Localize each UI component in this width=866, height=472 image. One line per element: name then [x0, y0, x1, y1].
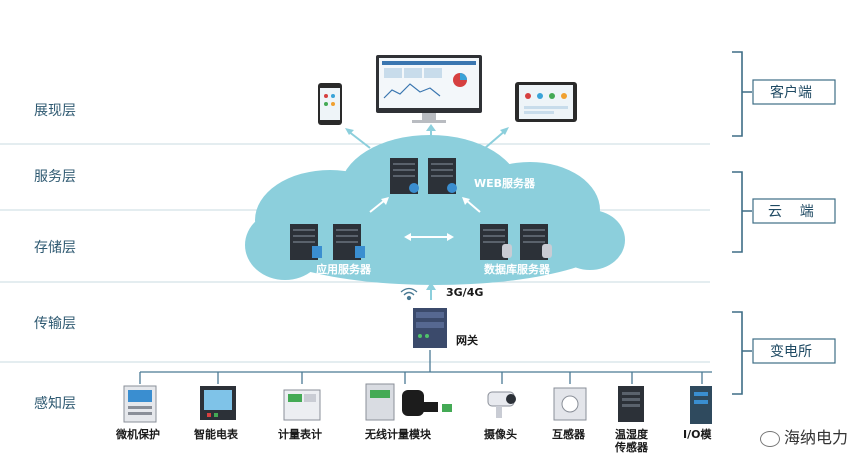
box-substation: [752, 338, 836, 364]
side-brackets: [732, 51, 752, 395]
layer-label-service: 服务层: [34, 169, 76, 185]
network-label: 3G/4G: [446, 286, 483, 299]
watermark: 海纳电力: [760, 424, 848, 448]
device-label-wireless-module: 无线计量模块: [364, 427, 432, 441]
gateway-icon: [413, 308, 447, 348]
watermark-text: 海纳电力: [784, 428, 849, 447]
cloud-arrows: [369, 199, 481, 238]
cloud-shape: [245, 135, 625, 285]
app-server-icon: [290, 224, 365, 260]
wechat-icon: [760, 430, 780, 447]
side-label-cloud: 云 端: [768, 204, 814, 220]
layer-label-transport: 传输层: [34, 316, 76, 332]
side-label-client: 客户端: [770, 85, 812, 101]
gateway-label: 网关: [456, 333, 478, 347]
camera-icon: [487, 391, 516, 418]
temp-humidity-sensor-icon: [618, 386, 644, 422]
bracket-client: [732, 51, 752, 137]
phone-icon: [318, 83, 342, 125]
side-boxes: [752, 79, 836, 364]
app-server-label: 应用服务器: [316, 262, 372, 276]
side-label-substation: 变电所: [770, 344, 812, 360]
transformer-icon: [553, 387, 587, 421]
device-label-smart-meter: 智能电表: [194, 427, 239, 441]
bracket-cloud: [732, 171, 752, 253]
device-label-temp-humidity-line2: 传感器: [614, 440, 649, 454]
io-module-icon: [690, 386, 712, 424]
layer-label-presentation: 展现层: [34, 103, 76, 119]
tablet-icon: [515, 82, 577, 122]
web-server-icon: [390, 158, 457, 194]
device-label-io: I/O模: [683, 427, 712, 441]
uplink-arrow: [426, 282, 436, 300]
layer-label-perception: 感知层: [34, 396, 76, 412]
wifi-icon: [400, 287, 418, 301]
device-label-transformer: 互感器: [552, 427, 586, 441]
device-label-temp-humidity: 温湿度: [615, 427, 649, 441]
energy-meter-icon: [283, 389, 321, 421]
relay-protection-icon: [123, 385, 157, 423]
wireless-meter-module-icon: [365, 383, 452, 421]
cloud-arrowheads: [381, 197, 470, 241]
device-bus: [139, 350, 712, 384]
device-label-camera: 摄像头: [484, 427, 517, 441]
box-client: [752, 79, 836, 105]
smart-meter-icon: [200, 386, 236, 420]
db-server-label: 数据库服务器: [484, 262, 551, 276]
desktop-monitor-icon: [376, 55, 482, 123]
client-arrowheads: [345, 124, 509, 135]
device-label-energy-meter: 计量表计: [278, 427, 322, 441]
box-cloud: [752, 198, 836, 224]
device-label-relay: 微机保护: [115, 427, 160, 441]
layer-label-storage: 存储层: [34, 240, 76, 256]
db-server-icon: [480, 224, 552, 260]
web-server-label: WEB服务器: [474, 176, 536, 190]
bracket-substation: [732, 311, 752, 395]
